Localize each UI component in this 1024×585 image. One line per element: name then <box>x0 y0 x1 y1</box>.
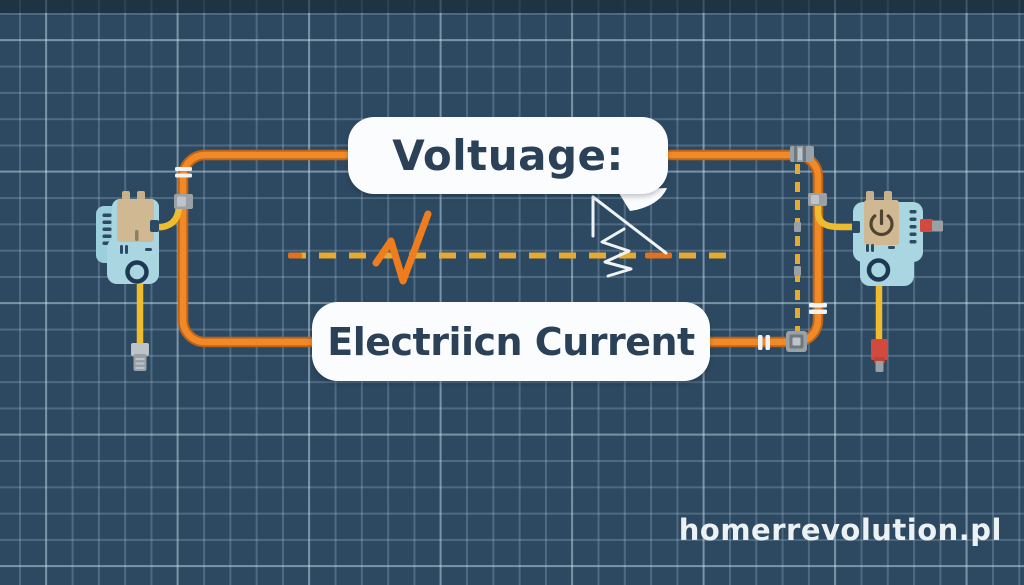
right-plug-connector <box>871 339 888 372</box>
cursor-arrow-icon <box>591 195 668 255</box>
junction-right <box>808 193 827 206</box>
power-adapter-right <box>852 191 943 372</box>
dashed-vertical-line <box>794 164 801 331</box>
clip-top-left <box>175 167 192 178</box>
right-side-dots <box>909 210 917 244</box>
top-dark-band <box>0 0 1024 13</box>
left-usb-connector <box>131 343 149 371</box>
spark-zigzag-icon <box>372 210 432 285</box>
power-adapter-left <box>96 191 159 371</box>
voltage-label-bubble: Voltuage: <box>348 117 668 194</box>
junction-bottom-right <box>786 331 807 352</box>
current-label: Electriicn Current <box>327 319 695 364</box>
clip-bottom-wire <box>758 335 770 350</box>
resistor-spring-icon <box>600 227 633 278</box>
right-device-to-wire-cable <box>814 200 859 231</box>
right-left-port <box>852 221 860 233</box>
right-ring <box>866 258 891 282</box>
connector-top-right <box>790 146 814 162</box>
left-side-port <box>150 220 159 232</box>
left-body-glyphs <box>120 245 152 254</box>
current-label-bubble: Electriicn Current <box>312 302 710 381</box>
voltage-label: Voltuage: <box>392 131 624 180</box>
watermark-text: homerrevolution.pl <box>678 513 1002 547</box>
junction-left <box>174 194 193 209</box>
left-tan-panel <box>117 199 154 242</box>
power-icon <box>869 209 894 237</box>
left-ring <box>125 260 149 284</box>
right-body-glyphs <box>866 244 895 252</box>
right-side-connector <box>920 219 943 232</box>
clip-right-vertical <box>809 303 827 314</box>
wire-connectors <box>174 146 827 352</box>
cursor-spring-annotation <box>591 195 668 278</box>
dashed-current-line <box>288 252 737 259</box>
left-panel-notch <box>135 230 139 241</box>
